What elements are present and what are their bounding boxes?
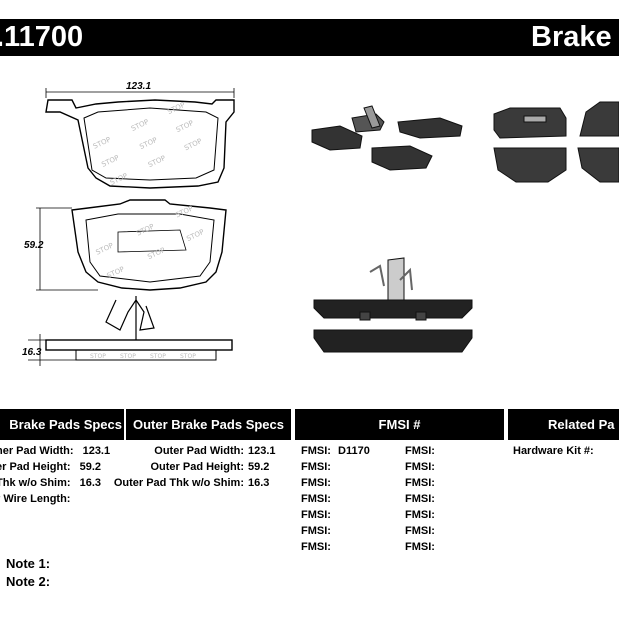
photo-pads-side	[313, 257, 473, 353]
svg-text:STOP: STOP	[138, 136, 158, 151]
outer-spec-value: 59.2	[248, 461, 270, 473]
dim-width-label: 123.1	[126, 81, 151, 92]
svg-text:STOP: STOP	[95, 242, 115, 257]
fmsi-row: FMSI:	[301, 477, 331, 489]
fmsi-header: FMSI #	[295, 409, 504, 440]
fmsi-row-right: FMSI:	[405, 509, 435, 521]
photo-pads-flat	[493, 101, 619, 183]
svg-text:STOP: STOP	[180, 353, 196, 360]
fmsi-row: FMSI:	[301, 541, 331, 553]
outer-spec-label: Outer Pad Thk w/o Shim:	[113, 477, 244, 489]
svg-text:STOP: STOP	[166, 101, 186, 116]
dim-thickness-label: 16.3	[22, 347, 42, 358]
wear-clip	[105, 296, 155, 340]
fmsi-row-right: FMSI:	[405, 493, 435, 505]
svg-text:STOP: STOP	[147, 154, 167, 169]
width-dimension	[45, 88, 235, 98]
svg-text:STOP: STOP	[174, 204, 194, 219]
svg-text:STOP: STOP	[185, 228, 205, 243]
header-bar: .11700 Brake F	[0, 19, 619, 56]
fmsi-row-right: FMSI:	[405, 445, 435, 457]
related-parts-header: Related Pa	[508, 409, 619, 440]
fmsi-row: FMSI:	[301, 493, 331, 505]
svg-text:STOP: STOP	[100, 154, 120, 169]
fmsi-row: FMSI:	[301, 461, 331, 473]
outer-specs-header: Outer Brake Pads Specs	[126, 409, 291, 440]
part-number: .11700	[0, 21, 84, 53]
inner-specs-header: Brake Pads Specs	[0, 409, 124, 440]
inner-spec-row: Thk w/o Shim: 16.3	[0, 477, 102, 489]
pad-side-logos: STOP STOP STOP STOP	[90, 353, 196, 360]
svg-text:STOP: STOP	[90, 353, 106, 360]
svg-text:STOP: STOP	[135, 223, 155, 238]
fmsi-row: FMSI:	[301, 509, 331, 521]
outer-spec-label: Outer Pad Height:	[150, 461, 244, 473]
photo-pads-angled	[311, 105, 463, 171]
fmsi-row: FMSI: D1170	[301, 445, 370, 457]
fmsi-row-right: FMSI:	[405, 525, 435, 537]
page-title: Brake F	[531, 21, 619, 53]
svg-text:STOP: STOP	[109, 172, 129, 187]
svg-text:STOP: STOP	[130, 118, 150, 133]
pad-front-view	[71, 199, 227, 291]
svg-text:STOP: STOP	[146, 246, 166, 261]
svg-text:STOP: STOP	[120, 353, 136, 360]
pad-side-view	[45, 339, 233, 361]
note-1: Note 1:	[6, 556, 51, 571]
outer-spec-value: 16.3	[248, 477, 270, 489]
outer-spec-label: Outer Pad Width:	[154, 445, 244, 457]
note-2: Note 2:	[6, 574, 51, 589]
technical-drawing: STOP STOP STOP STOP STOP STOP STOP STOP STOP 1…	[22, 81, 619, 366]
fmsi-row-right: FMSI:	[405, 541, 435, 553]
height-dimension	[36, 207, 98, 291]
inner-spec-row: r Wire Length:	[0, 493, 71, 505]
fmsi-row-right: FMSI:	[405, 461, 435, 473]
svg-text:STOP: STOP	[150, 353, 166, 360]
pad-top-view	[45, 99, 235, 189]
fmsi-row-right: FMSI:	[405, 477, 435, 489]
pad-top-logos: STOP STOP STOP STOP STOP STOP STOP STOP STOP	[92, 101, 203, 187]
dim-height-label: 59.2	[24, 240, 44, 251]
hardware-kit-label: Hardware Kit #:	[513, 445, 594, 457]
svg-text:STOP: STOP	[183, 137, 203, 152]
svg-text:STOP: STOP	[175, 119, 195, 134]
inner-spec-row: er Pad Height: 59.2	[0, 461, 102, 473]
outer-spec-value: 123.1	[248, 445, 276, 457]
inner-spec-row: ner Pad Width: 123.1	[0, 445, 111, 457]
fmsi-row: FMSI:	[301, 525, 331, 537]
svg-text:STOP: STOP	[92, 136, 112, 151]
thickness-dimension	[28, 334, 76, 366]
